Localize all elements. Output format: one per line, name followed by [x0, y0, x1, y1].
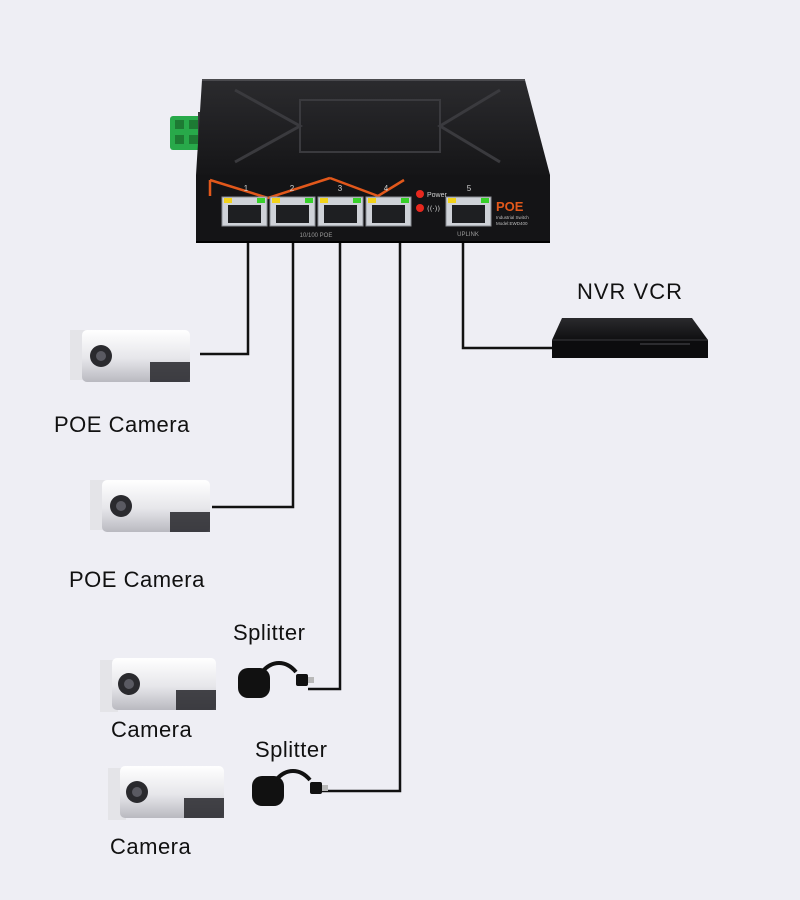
port-3-label: 3 [338, 184, 343, 193]
nvr-label: NVR VCR [577, 279, 684, 304]
port-4-label: 4 [384, 184, 389, 193]
cable-uplink [461, 232, 555, 350]
link-led [416, 204, 424, 212]
switch-brand: POE Industrial Switch Model:EWD400 [496, 199, 529, 226]
camera-2-label: POE Camera [69, 567, 205, 592]
port-1: 1 [221, 184, 268, 227]
port-2-label: 2 [290, 184, 295, 193]
camera-3-label: Camera [111, 717, 193, 742]
splitter-1-label: Splitter [233, 620, 306, 645]
camera-4 [108, 766, 224, 820]
cable-port-2 [212, 218, 295, 509]
uplink-label: UPLINK [457, 232, 479, 238]
nvr-recorder [552, 318, 708, 358]
cable-port-3 [308, 218, 342, 691]
camera-1-label: POE Camera [54, 412, 190, 437]
port-4: 4 [365, 184, 412, 227]
uplink-port: 5 UPLINK [445, 184, 492, 238]
splitter-1 [238, 661, 314, 698]
port-3: 3 [317, 184, 364, 227]
power-label: Power [427, 192, 448, 199]
cables [200, 218, 555, 793]
status-leds: Power ((·)) [416, 190, 448, 213]
cable-port-1 [200, 218, 250, 356]
poe-switch: 1 2 3 4 10/10 [170, 79, 550, 243]
switch-model: Model:EWD400 [496, 221, 528, 226]
cable-port-4 [322, 218, 402, 793]
camera-4-label: Camera [110, 834, 192, 859]
port-2: 2 [269, 184, 316, 227]
wireless-icon: ((·)) [427, 205, 440, 213]
camera-1 [70, 330, 190, 382]
splitter-2-label: Splitter [255, 737, 328, 762]
splitter-2 [252, 769, 328, 806]
camera-2 [90, 480, 210, 532]
port-5-label: 5 [467, 184, 472, 193]
poe-strip-label: 10/100 POE [300, 233, 333, 239]
switch-subtitle: Industrial Switch [496, 215, 529, 220]
camera-3 [100, 658, 216, 712]
front-accent-lines [208, 176, 405, 200]
power-led [416, 190, 424, 198]
port-1-label: 1 [244, 184, 249, 193]
brand-logo: POE [496, 199, 524, 214]
poe-ports: 1 2 3 4 10/10 [221, 184, 412, 239]
